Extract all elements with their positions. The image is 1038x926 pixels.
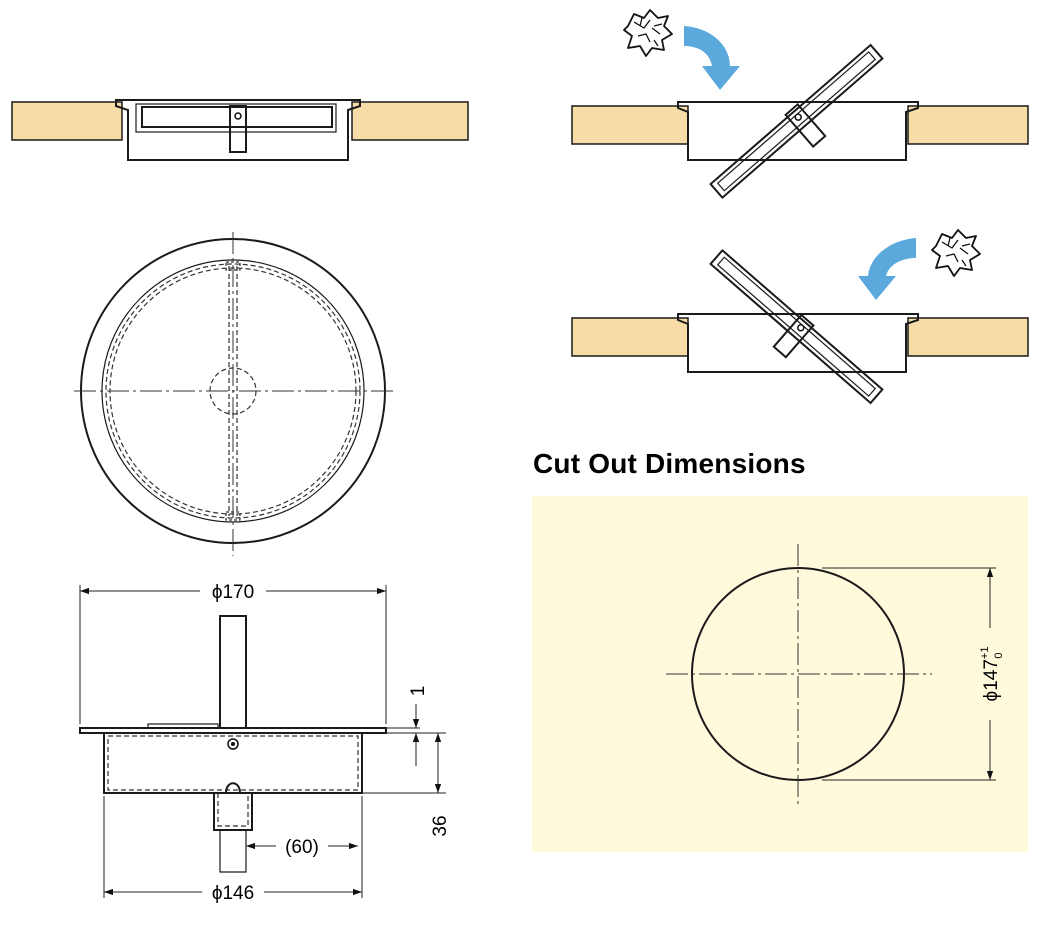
cutout-panel	[532, 496, 1028, 852]
cutout-title: Cut Out Dimensions	[533, 448, 806, 479]
dim-depth: 36	[430, 815, 451, 836]
dim-cutout-tol-lower: 0	[993, 652, 1005, 658]
dim-outer-diameter: ϕ170	[212, 582, 254, 603]
side-elevation	[79, 585, 446, 898]
curved-arrow-icon	[684, 26, 740, 90]
dim-flap-offset: (60)	[285, 837, 319, 858]
top-view	[74, 232, 395, 556]
flap-up-view	[571, 229, 1029, 405]
installed-side-view	[11, 99, 469, 161]
crumpled-paper-icon	[623, 9, 673, 57]
dim-cutout-tol-upper: +1	[979, 647, 991, 660]
dim-cutout-base: ϕ147	[981, 659, 1002, 701]
flap-down-view	[571, 9, 1029, 200]
curved-arrow-icon	[858, 238, 916, 300]
dim-inner-diameter: ϕ146	[212, 883, 254, 904]
dim-flange-thickness: 1	[408, 686, 429, 697]
crumpled-paper-icon	[931, 229, 981, 277]
